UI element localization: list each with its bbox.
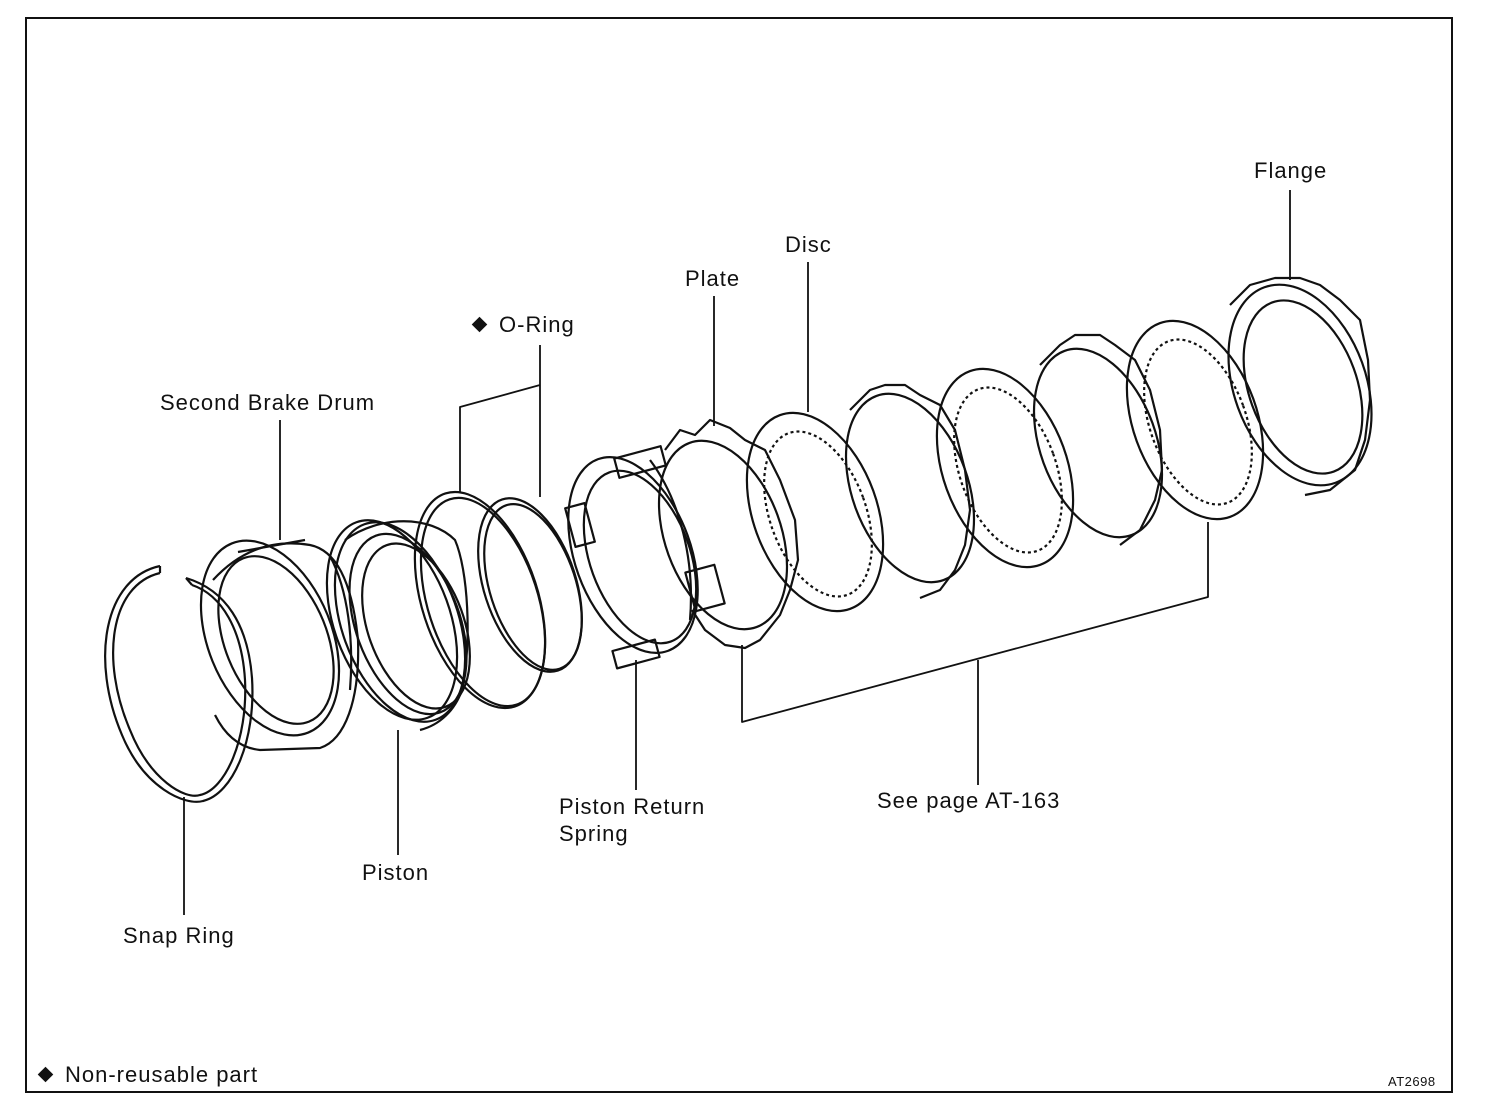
legend-non-reusable: Non-reusable part: [37, 1061, 259, 1088]
non-reusable-diamond-icon: [471, 316, 488, 333]
leader-lines: [183, 190, 1291, 915]
snap-ring-part: [104, 564, 254, 803]
plate-and-disc-stack: [657, 276, 1373, 650]
label-see-page: See page AT-163: [877, 788, 1061, 813]
piston-part: [325, 519, 471, 732]
label-piston: Piston: [362, 860, 430, 885]
label-second-brake-drum: Second Brake Drum: [160, 390, 376, 415]
legend-diamond-icon: [37, 1066, 54, 1083]
diagram-frame: [25, 17, 1453, 1093]
label-disc: Disc: [785, 232, 832, 257]
label-snap-ring: Snap Ring: [123, 923, 235, 948]
piston-return-spring-part: [564, 445, 726, 670]
label-plate: Plate: [685, 266, 741, 291]
leader-see-page: [741, 522, 1209, 785]
label-o-ring-text: O-Ring: [499, 312, 575, 337]
leader-o-ring: [459, 345, 541, 497]
label-flange: Flange: [1254, 158, 1328, 183]
label-piston-return-spring: Piston Return Spring: [559, 794, 706, 846]
legend-text: Non-reusable part: [65, 1062, 259, 1087]
figure-code: AT2698: [1388, 1074, 1436, 1089]
o-ring-parts: [413, 490, 583, 710]
label-o-ring: O-Ring: [471, 311, 575, 338]
